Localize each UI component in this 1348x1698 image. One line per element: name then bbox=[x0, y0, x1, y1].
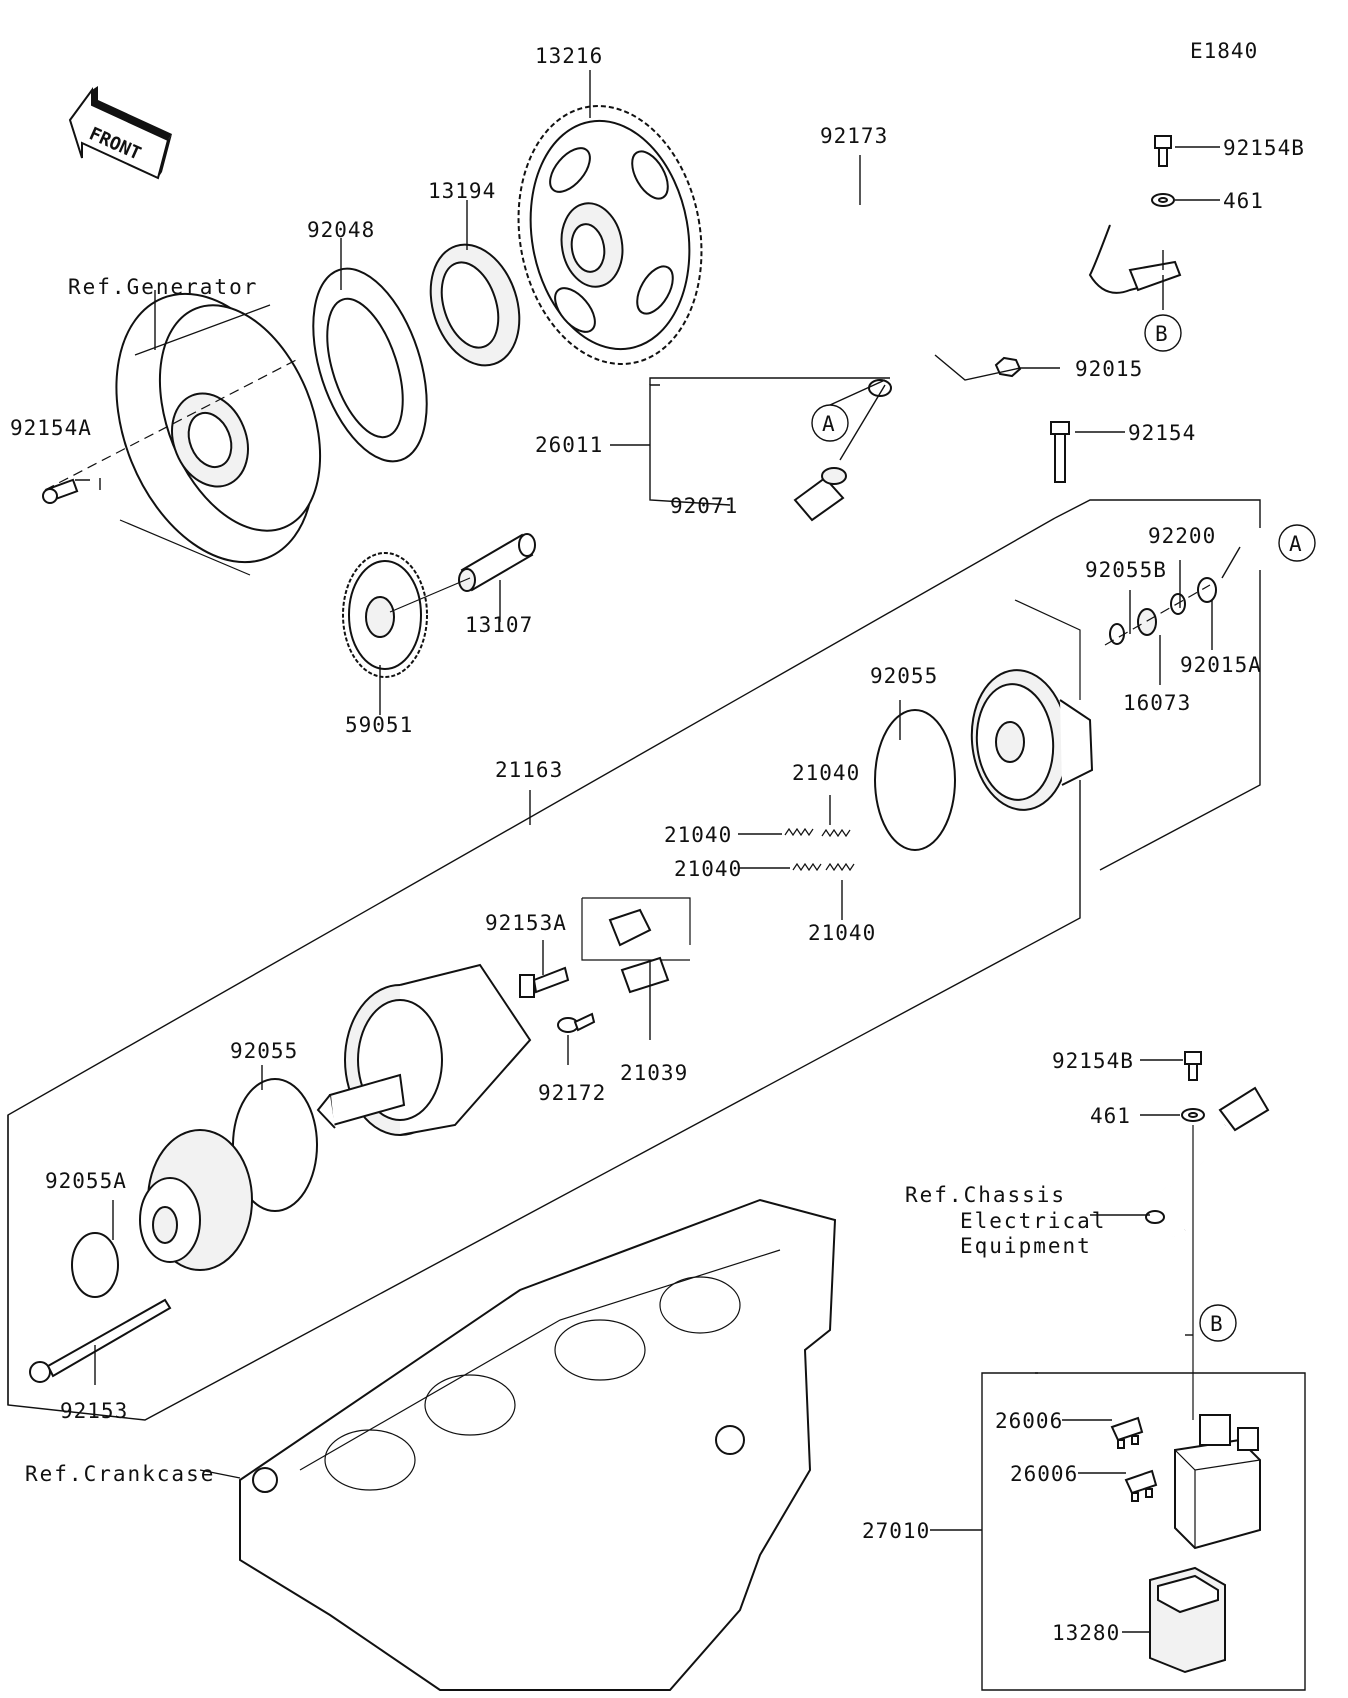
bushing-16073-icon bbox=[1137, 608, 1157, 636]
callout-B-2: B bbox=[1199, 1304, 1237, 1342]
svg-text:B: B bbox=[1210, 1312, 1224, 1336]
starter-gear-13216 bbox=[517, 105, 703, 365]
svg-text:A: A bbox=[822, 412, 836, 436]
label-ref-chassis-2: Electrical bbox=[960, 1209, 1106, 1233]
label-ref-generator: Ref.Generator bbox=[68, 275, 258, 299]
label-92154B-bottom: 92154B bbox=[1052, 1049, 1134, 1073]
brush-holder-21039 bbox=[581, 897, 691, 994]
relay-cover-13280 bbox=[1149, 1566, 1226, 1674]
label-21040-c: 21040 bbox=[674, 857, 742, 881]
shaft-13107 bbox=[458, 533, 536, 592]
starter-motor-body bbox=[316, 963, 532, 1136]
label-16073: 16073 bbox=[1123, 691, 1191, 715]
leader-crankcase bbox=[199, 1469, 241, 1479]
label-92153: 92153 bbox=[60, 1399, 128, 1423]
washer-92200-icon bbox=[1170, 593, 1186, 615]
label-92172: 92172 bbox=[538, 1081, 606, 1105]
label-21163: 21163 bbox=[495, 758, 563, 782]
label-92015A: 92015A bbox=[1180, 653, 1262, 677]
label-21040-a: 21040 bbox=[792, 761, 860, 785]
label-92055-mid: 92055 bbox=[230, 1039, 298, 1063]
screw-92172-icon bbox=[557, 1012, 596, 1033]
label-92055-top: 92055 bbox=[870, 664, 938, 688]
label-13107: 13107 bbox=[465, 613, 533, 637]
label-21040-d: 21040 bbox=[808, 921, 876, 945]
callout-B-1: B bbox=[1144, 314, 1182, 352]
springs-21040 bbox=[784, 827, 855, 872]
washer-461-bottom-icon bbox=[1181, 1108, 1205, 1122]
bolt-92154B-bottom-icon bbox=[1184, 1051, 1202, 1081]
clutch-13194 bbox=[429, 243, 521, 367]
label-21040-b: 21040 bbox=[664, 823, 732, 847]
label-13216: 13216 bbox=[535, 44, 603, 68]
nut-92015-icon bbox=[994, 356, 1022, 378]
bolt-92154-icon bbox=[1050, 421, 1070, 483]
idle-gear-59051 bbox=[342, 552, 428, 678]
label-21039: 21039 bbox=[620, 1061, 688, 1085]
label-92153A: 92153A bbox=[485, 911, 567, 935]
bolt-92154A-icon bbox=[42, 478, 79, 504]
label-26006-b: 26006 bbox=[1010, 1462, 1078, 1486]
svg-text:B: B bbox=[1155, 322, 1169, 346]
label-92200: 92200 bbox=[1148, 524, 1216, 548]
label-92015: 92015 bbox=[1075, 357, 1143, 381]
bolt-92153-icon bbox=[29, 1298, 172, 1383]
label-13280: 13280 bbox=[1052, 1621, 1120, 1645]
label-26006-a: 26006 bbox=[995, 1409, 1063, 1433]
axis-line-shaft bbox=[389, 577, 471, 613]
plate-92048 bbox=[312, 267, 428, 463]
diagram-code: E1840 bbox=[1190, 39, 1258, 63]
label-27010: 27010 bbox=[862, 1519, 930, 1543]
nut-92015A-icon bbox=[1197, 577, 1217, 603]
label-ref-chassis-3: Equipment bbox=[960, 1234, 1092, 1258]
label-26011: 26011 bbox=[535, 433, 603, 457]
leader-lines bbox=[75, 70, 1241, 1633]
cable-26011 bbox=[793, 216, 1182, 522]
screw-92153A-icon bbox=[519, 966, 570, 998]
fuse-26006-a-icon bbox=[1110, 1416, 1144, 1449]
clip-92173 bbox=[877, 195, 1013, 253]
oring-92055A bbox=[71, 1232, 119, 1298]
label-92071: 92071 bbox=[670, 494, 738, 518]
starter-motor-bracket bbox=[7, 499, 1261, 1421]
svg-text:A: A bbox=[1289, 532, 1303, 556]
harness-bracket bbox=[1145, 1086, 1270, 1238]
washer-461-top-icon bbox=[1151, 193, 1175, 207]
label-92048: 92048 bbox=[307, 218, 375, 242]
axis-line-washers bbox=[1104, 584, 1211, 646]
label-92154: 92154 bbox=[1128, 421, 1196, 445]
fuse-26006-b-icon bbox=[1124, 1469, 1158, 1502]
callout-A-2: A bbox=[1278, 524, 1316, 562]
bolt-92154B-top-icon bbox=[1154, 135, 1172, 167]
crankcase bbox=[239, 1198, 837, 1691]
end-cover-left bbox=[139, 1129, 253, 1271]
relay-box-27010 bbox=[981, 1372, 1306, 1691]
label-ref-crankcase: Ref.Crankcase bbox=[25, 1462, 215, 1486]
label-ref-chassis-1: Ref.Chassis bbox=[905, 1183, 1066, 1207]
label-92055B: 92055B bbox=[1085, 558, 1167, 582]
label-13194: 13194 bbox=[428, 179, 496, 203]
oring-92055-top bbox=[874, 709, 956, 851]
front-arrow-icon: FRONT bbox=[68, 86, 172, 180]
label-92173: 92173 bbox=[820, 124, 888, 148]
relay-unit bbox=[1174, 1414, 1261, 1550]
label-92055A: 92055A bbox=[45, 1169, 127, 1193]
label-461-bottom: 461 bbox=[1090, 1104, 1131, 1128]
label-59051: 59051 bbox=[345, 713, 413, 737]
callout-A-1: A bbox=[811, 404, 849, 442]
label-461-top: 461 bbox=[1223, 189, 1264, 213]
label-92154B-top: 92154B bbox=[1223, 136, 1305, 160]
generator-rotor bbox=[115, 292, 322, 576]
label-92154A: 92154A bbox=[10, 416, 92, 440]
end-cover-right bbox=[970, 599, 1094, 811]
